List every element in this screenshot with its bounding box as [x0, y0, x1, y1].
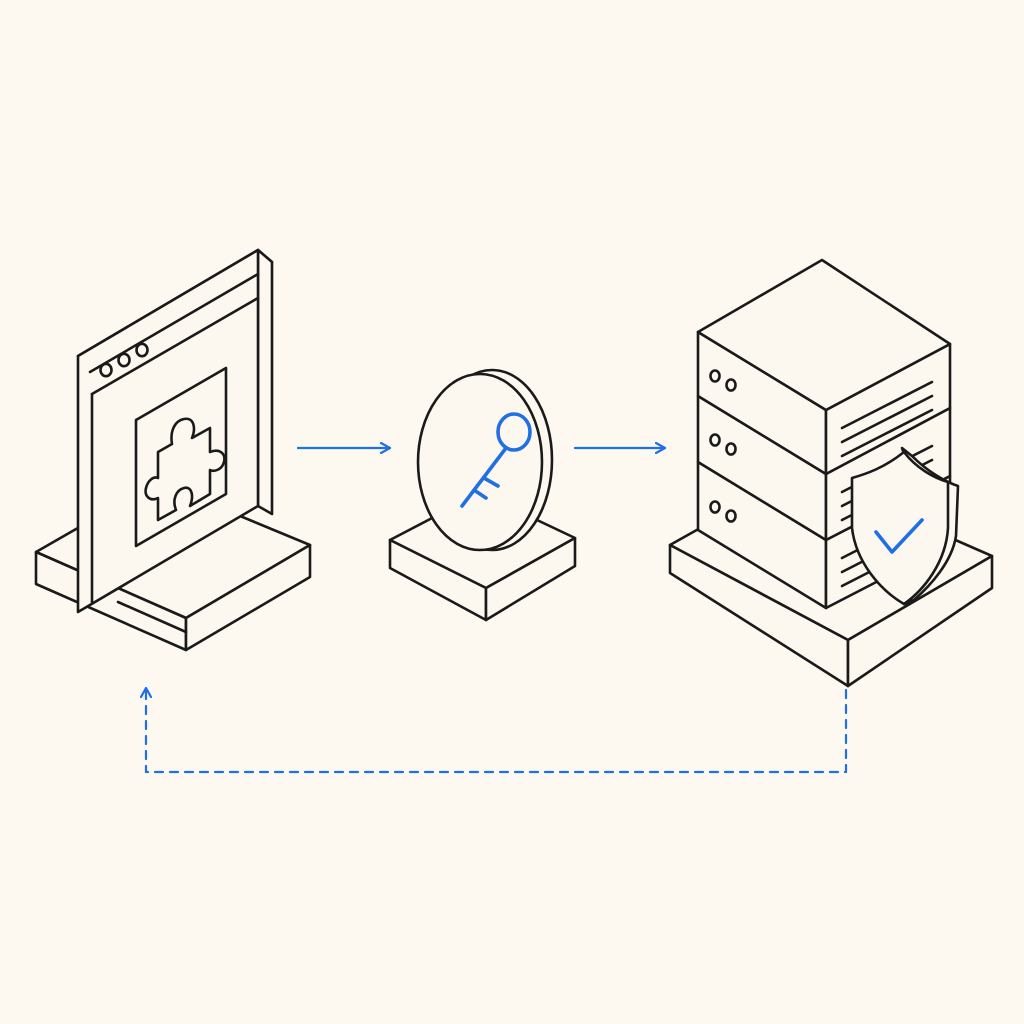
key-icon: [460, 412, 532, 508]
key-token-node: [388, 368, 577, 622]
browser-extension-node: [34, 248, 312, 652]
flow-arrows: [146, 448, 848, 774]
coin-token: [416, 368, 554, 552]
secure-server-node: [668, 258, 994, 688]
puzzle-piece-icon: [134, 366, 228, 548]
arrow-server-to-extension: [146, 686, 848, 774]
shield-check-icon: [850, 446, 960, 606]
